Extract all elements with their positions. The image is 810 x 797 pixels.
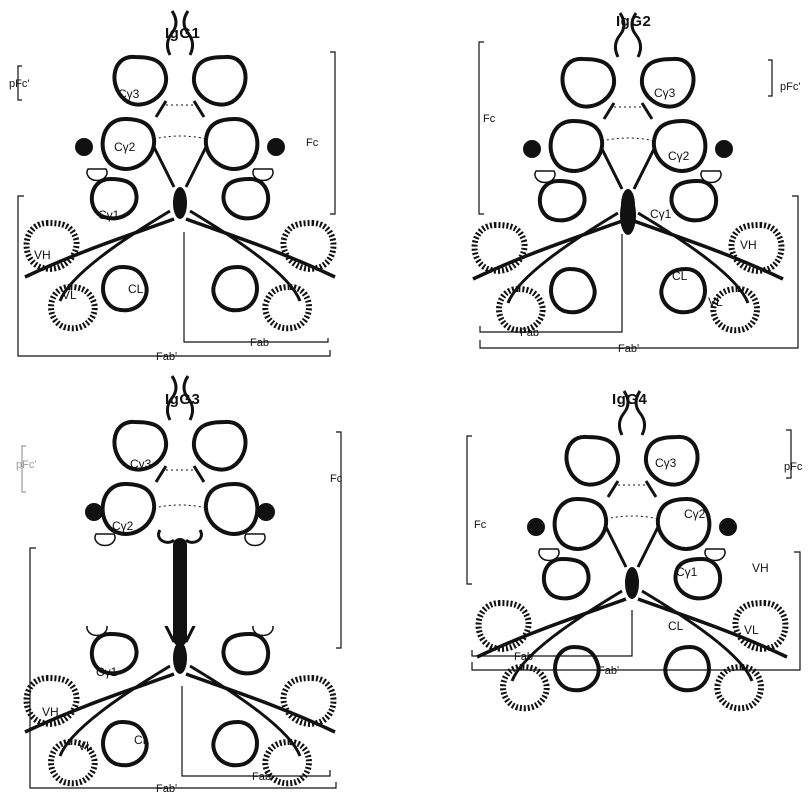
ch1-label: Cγ1 — [650, 207, 672, 221]
fc-label: Fc — [306, 137, 319, 149]
panel-igg4: IgG4 pFc Fc Cγ3 Cγ2 Cγ1 VH VL CL Fab Fab… — [467, 391, 803, 708]
ch3-label: Cγ3 — [130, 457, 152, 471]
vl-label: VL — [708, 295, 723, 309]
long-hinge — [173, 538, 187, 646]
fc-label: Fc — [474, 519, 487, 531]
fc-bracket — [336, 432, 341, 648]
vl-label: VL — [62, 288, 77, 302]
panel-igg1: IgG1 pFc' Fc Cγ3 Cγ2 Cγ1 VH VL CL Fab Fa… — [9, 11, 335, 363]
ch3-label: Cγ3 — [118, 87, 140, 101]
cl-label: CL — [672, 269, 688, 283]
pfc-label: pFc' — [16, 459, 36, 471]
fab2-label: Fabʹ — [156, 351, 177, 363]
ch1-label: Cγ1 — [98, 208, 120, 222]
cl-label: CL — [668, 619, 684, 633]
antibody-drawing — [25, 11, 335, 328]
panel-igg2: IgG2 pFc' Fc Cγ3 Cγ2 Cγ1 VH VL CL Fab Fa… — [473, 13, 800, 355]
hinge-knot — [620, 195, 636, 235]
pfc-label: pFc — [784, 461, 803, 473]
ch3-label: Cγ3 — [654, 86, 676, 100]
vh-label: VH — [740, 238, 757, 252]
panel-igg3: IgG3 pFc' Fc Cγ3 Cγ2 C — [16, 376, 343, 795]
ch2-label: Cγ2 — [668, 149, 690, 163]
vh-label: VH — [752, 561, 769, 575]
fc-bracket — [467, 436, 472, 584]
fc-label: Fc — [330, 473, 343, 485]
fab2-label: Fabʹ — [156, 783, 177, 795]
ch2-label: Cγ2 — [684, 507, 706, 521]
vh-label: VH — [42, 705, 59, 719]
fab2-label: Fabʹ — [618, 343, 639, 355]
pfc-label: pFc' — [9, 78, 29, 90]
ch3-label: Cγ3 — [655, 456, 677, 470]
ch2-label: Cγ2 — [112, 519, 134, 533]
cl-label: CL — [134, 733, 150, 747]
fab-label: Fab — [252, 771, 271, 783]
fc-bracket — [479, 42, 484, 214]
cl-label: CL — [128, 282, 144, 296]
fab-label: Fab — [514, 651, 533, 663]
ch2-label: Cγ2 — [114, 140, 136, 154]
fc-label: Fc — [483, 113, 496, 125]
pfc-label: pFc' — [780, 81, 800, 93]
fab-label: Fab — [520, 327, 539, 339]
fab-label: Fab — [250, 337, 269, 349]
pfc-bracket — [768, 60, 772, 96]
vl-label: VL — [744, 623, 759, 637]
ch1-label: Cγ1 — [676, 565, 698, 579]
fab2-label: Fabʹ — [598, 665, 619, 677]
vh-label: VH — [34, 248, 51, 262]
vl-label: VL — [78, 739, 93, 753]
antibody-drawing — [473, 13, 783, 330]
ch1-label: Cγ1 — [96, 665, 118, 679]
panel-title: IgG4 — [612, 391, 647, 408]
fc-bracket — [330, 52, 335, 214]
